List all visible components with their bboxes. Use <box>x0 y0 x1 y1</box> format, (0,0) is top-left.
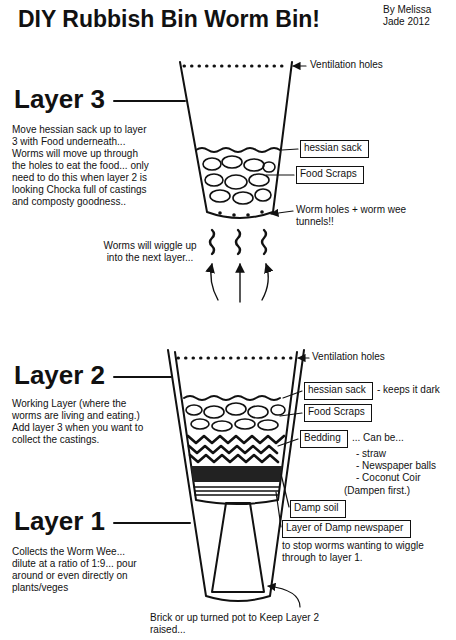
leader-line <box>283 391 302 398</box>
note: Working Layer (where the worms are livin… <box>12 398 152 446</box>
worm <box>210 230 214 254</box>
worm <box>262 230 266 254</box>
worm-hole <box>232 213 236 217</box>
food-scrap <box>258 420 278 430</box>
food-scrap <box>204 406 224 418</box>
author-credit: By Melissa Jade 2012 <box>383 4 447 28</box>
leader-arrow <box>271 211 293 214</box>
leader-arrow <box>268 586 300 607</box>
worm-hole <box>260 210 264 214</box>
box-label: Food Scraps <box>300 168 357 180</box>
bedding-scribble <box>189 446 277 453</box>
annotation: Ventilation holes <box>312 351 432 363</box>
newspaper-layer <box>195 494 278 495</box>
food-scrap <box>244 159 264 171</box>
up-arrow <box>239 264 240 302</box>
list-item: - Newspaper balls <box>356 460 452 472</box>
bedding-scribble <box>190 455 278 462</box>
box-label: hessian sack <box>308 384 366 396</box>
annotation: (Dampen first.) <box>344 485 448 497</box>
hessian-sack <box>196 148 280 152</box>
list-item: - Coconut Coir <box>356 472 452 484</box>
heading-dash <box>114 100 185 102</box>
food-scrap <box>191 419 209 429</box>
hessian-sack <box>184 396 280 400</box>
up-arrow <box>262 264 268 300</box>
food-scrap <box>235 419 255 429</box>
label-box: Food Scraps <box>304 404 372 422</box>
label-box: Damp soil <box>290 500 346 518</box>
leader-line <box>281 474 289 507</box>
annotation: - keeps it dark <box>377 384 452 396</box>
worm-holes <box>218 210 264 217</box>
leader-arrow <box>293 65 306 66</box>
label-box: hessian sack <box>300 140 369 158</box>
food-scrap <box>248 406 268 418</box>
layer-heading: Layer 3 <box>14 84 124 115</box>
food-scrap <box>255 189 271 201</box>
worm-hole <box>246 213 250 217</box>
upturned-pot <box>212 503 264 592</box>
food-scrap <box>263 162 275 172</box>
annotation: to stop worms wanting to wiggle through … <box>282 540 448 564</box>
box-label: Damp soil <box>294 502 338 514</box>
leader-line <box>280 413 302 416</box>
food-scrap <box>249 174 269 186</box>
food-scrap <box>203 158 221 170</box>
heading-dash <box>114 522 190 524</box>
up-arrow <box>211 264 218 300</box>
food-scrap <box>210 190 230 202</box>
box-label: hessian sack <box>304 142 362 154</box>
box-label: Food Scraps <box>308 406 365 418</box>
note: Worms will wiggle up into the next layer… <box>100 240 200 264</box>
heading-dash <box>114 376 171 378</box>
annotation: Brick or up turned pot to Keep Layer 2 r… <box>150 612 350 636</box>
inner-bin-outline <box>175 352 297 504</box>
food-scrap <box>205 174 223 186</box>
page-title: DIY Rubbish Bin Worm Bin! <box>18 6 320 34</box>
note: Collects the Worm Wee... dilute at a rat… <box>12 546 147 594</box>
leader-line <box>276 492 281 527</box>
newspaper-layer <box>194 486 279 487</box>
food-scrap <box>233 192 253 204</box>
label-box: Layer of Damp newspaper <box>282 520 411 538</box>
worm-hole <box>218 211 222 215</box>
layer-heading: Layer 2 <box>14 360 124 391</box>
food-scrap <box>186 405 202 415</box>
bedding-scribble <box>188 436 284 443</box>
layer-heading: Layer 1 <box>14 506 124 537</box>
label-box: hessian sack <box>304 382 373 400</box>
annotation: Worm holes + worm wee tunnels!! <box>296 204 446 228</box>
leader-line <box>266 174 294 175</box>
ventilation-holes <box>178 357 294 360</box>
food-scrap <box>271 405 285 415</box>
box-label: Layer of Damp newspaper <box>286 522 403 534</box>
list-item: - straw <box>356 448 452 460</box>
food-scraps <box>203 156 275 204</box>
leader-line <box>282 149 298 150</box>
damp-soil <box>191 466 282 482</box>
food-scraps <box>186 403 285 431</box>
label-box: Food Scraps <box>296 166 364 184</box>
leader-line <box>278 439 298 446</box>
newspaper-layer <box>195 490 279 491</box>
leader-arrow <box>298 357 309 358</box>
label-box: Bedding <box>300 430 348 448</box>
bin-outline <box>180 62 292 218</box>
food-scrap <box>222 156 242 168</box>
food-scrap <box>225 175 247 189</box>
food-scrap <box>212 421 232 431</box>
ventilation-holes <box>184 65 288 68</box>
box-label: Bedding <box>304 432 341 444</box>
worm <box>236 230 240 254</box>
bedding <box>188 436 284 462</box>
outer-bin-outline <box>168 350 304 601</box>
annotation: ... Can be... <box>352 432 452 444</box>
note: Move hessian sack up to layer 3 with Foo… <box>12 124 152 208</box>
annotation: Ventilation holes <box>310 59 430 71</box>
food-scrap <box>226 403 246 415</box>
